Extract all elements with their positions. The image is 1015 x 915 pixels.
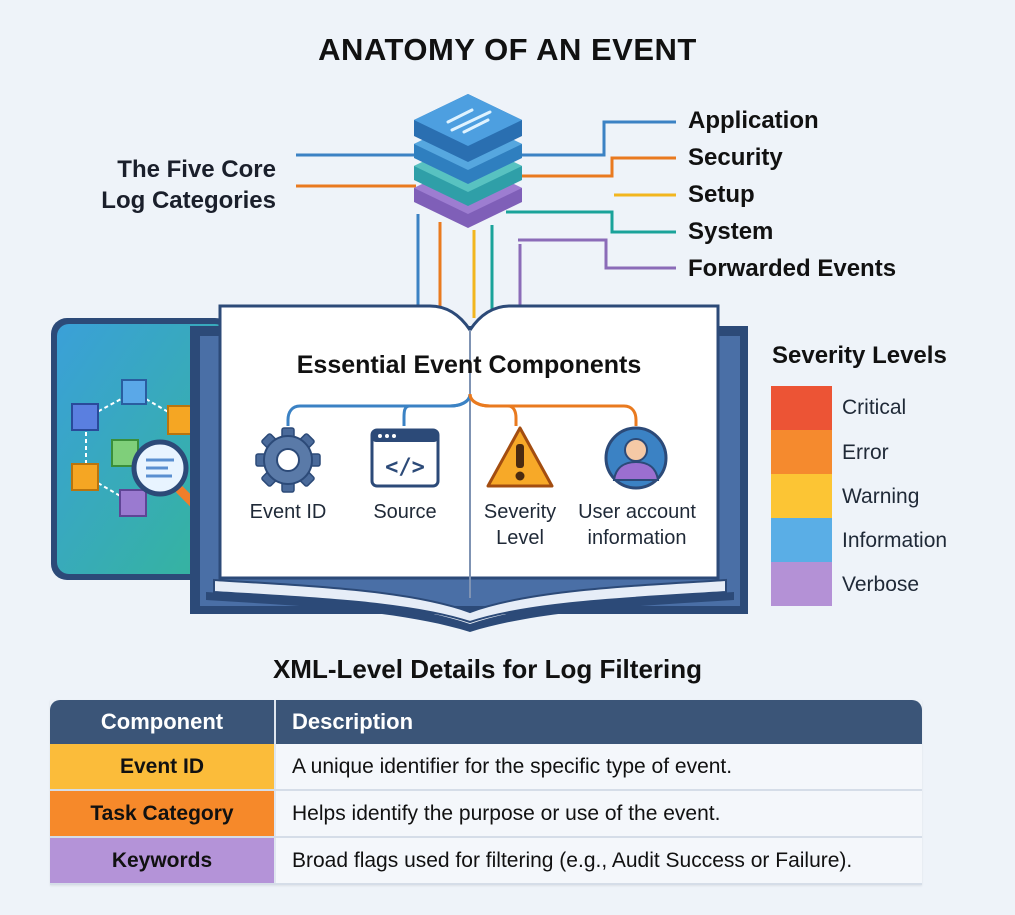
severity-swatch-warning: [771, 474, 832, 518]
component-user-account-information: User account information: [578, 501, 696, 549]
wire-security: [522, 156, 676, 178]
components-title: Essential Event Components: [296, 351, 642, 379]
category-connectors: [296, 94, 676, 318]
table-row: Event ID A unique identifier for the spe…: [50, 744, 922, 791]
user-avatar-icon: [604, 426, 668, 490]
severity-label-error: Error: [842, 441, 889, 464]
wire-application: [522, 120, 676, 157]
category-system: System: [688, 218, 774, 245]
severity-levels-title: Severity Levels: [772, 342, 947, 369]
warning-triangle-icon: [486, 426, 554, 488]
open-book-illustration: </>: [51, 304, 748, 632]
table-row: Keywords Broad flags used for filtering …: [50, 837, 922, 885]
category-setup: Setup: [688, 181, 755, 208]
cube-icon: [121, 379, 147, 405]
severity-label-critical: Critical: [842, 396, 907, 419]
severity-label-information: Information: [842, 529, 948, 552]
table-header-row: Component Description: [50, 700, 922, 744]
wire-system: [506, 210, 676, 234]
table-row: Task Category Helps identify the purpose…: [50, 790, 922, 838]
category-application: Application: [688, 107, 819, 134]
row-description: Helps identify the purpose or use of the…: [275, 790, 922, 838]
diagram-title: ANATOMY OF AN EVENT: [318, 32, 697, 67]
wire-forwarded: [518, 238, 676, 270]
row-component-event-id: Event ID: [50, 744, 276, 791]
component-event-id: Event ID: [249, 501, 327, 523]
server-stack-icon: [414, 94, 522, 228]
cube-icon: [71, 463, 99, 491]
xml-details-table: Component Description Event ID A unique …: [50, 700, 922, 885]
row-description: A unique identifier for the specific typ…: [275, 744, 922, 791]
severity-swatch-error: [771, 430, 832, 474]
row-component-keywords: Keywords: [50, 837, 276, 885]
xml-details-title: XML-Level Details for Log Filtering: [272, 654, 703, 684]
svg-text:</>: </>: [385, 455, 425, 480]
row-description: Broad flags used for filtering (e.g., Au…: [275, 837, 922, 885]
severity-label-warning: Warning: [842, 485, 920, 508]
component-source: Source: [373, 501, 437, 523]
severity-swatch-verbose: [771, 562, 832, 606]
core-categories-label: The Five Core Log Categories: [101, 156, 276, 214]
gear-icon: [255, 427, 321, 493]
code-window-icon: </>: [370, 428, 440, 488]
category-forwarded-events: Forwarded Events: [688, 255, 897, 282]
cube-icon: [71, 403, 99, 431]
network-search-panel: [51, 318, 231, 580]
row-component-task-category: Task Category: [50, 790, 276, 838]
column-header-description: Description: [275, 700, 922, 744]
severity-swatch-critical: [771, 386, 832, 430]
cube-icon: [119, 489, 147, 517]
column-header-component: Component: [50, 700, 276, 744]
component-severity-level: Severity Level: [483, 501, 557, 549]
category-security: Security: [688, 144, 783, 171]
severity-label-verbose: Verbose: [842, 573, 920, 596]
severity-swatch-information: [771, 518, 832, 562]
